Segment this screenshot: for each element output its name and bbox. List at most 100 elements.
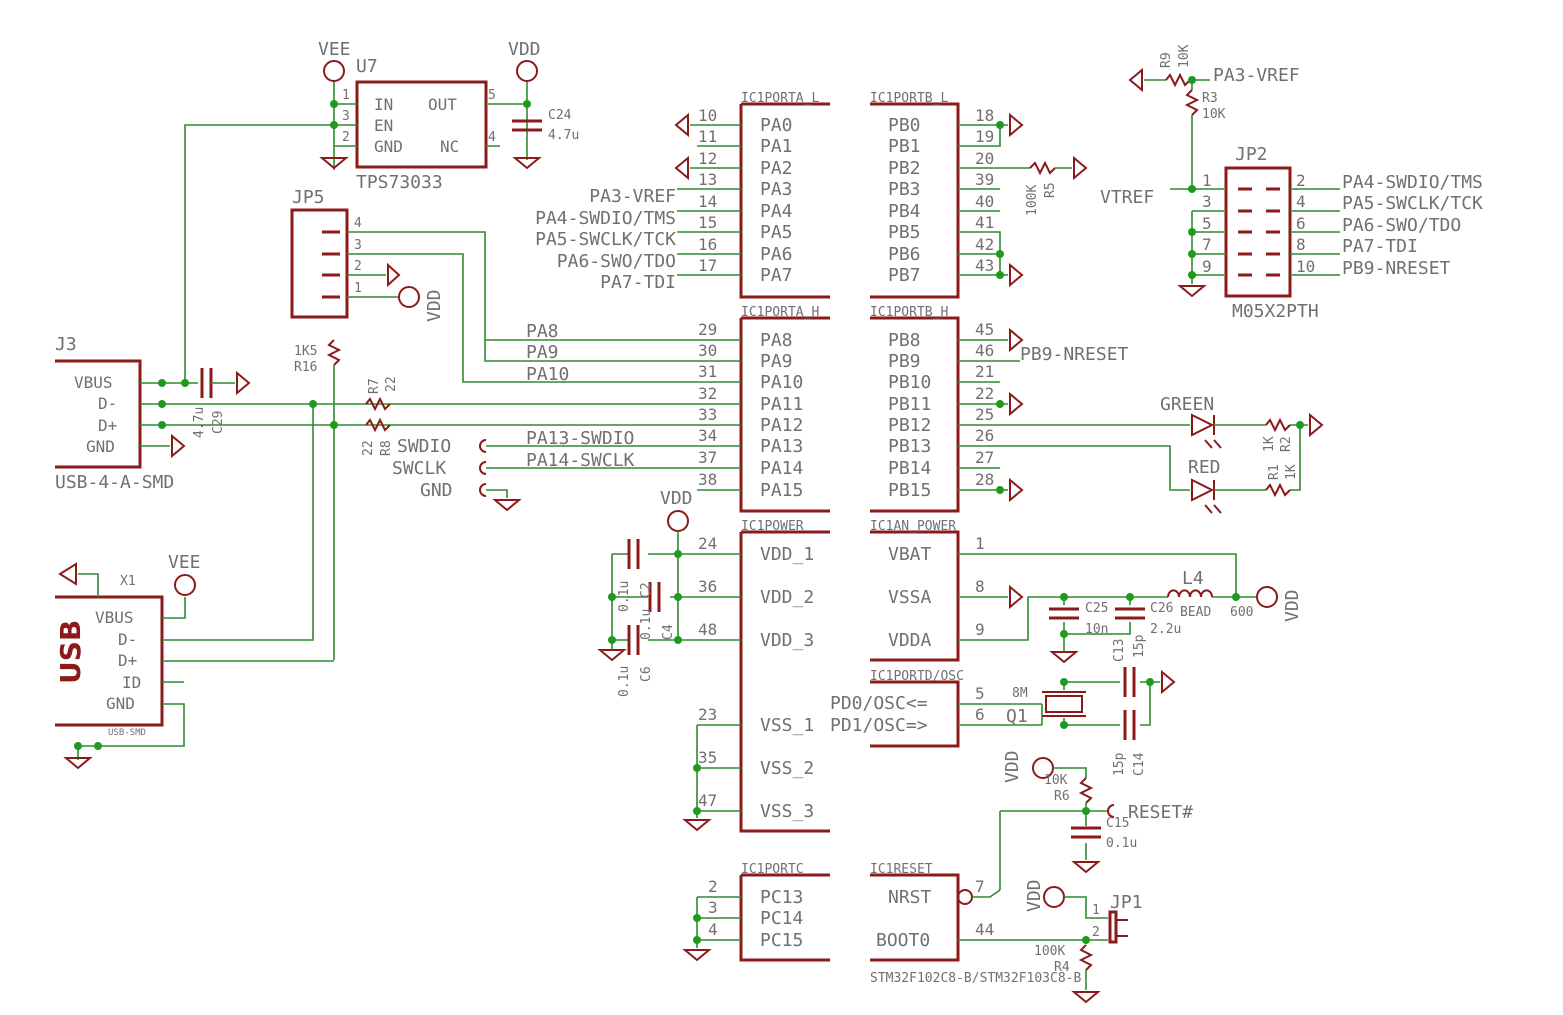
porta-l-net: PA3-VREF — [589, 186, 676, 207]
jp2-pin-number: 1 — [1202, 171, 1212, 190]
power-number: 48 — [698, 620, 717, 639]
portb-h-pin: PB15 — [888, 480, 931, 501]
portc-title: IC1PORTC — [741, 862, 804, 877]
portb-h-number: 27 — [975, 448, 994, 467]
porta-h-pin: PA9 — [760, 351, 793, 372]
portc-number: 2 — [708, 877, 718, 896]
led-red: RED — [1188, 457, 1222, 514]
r3-value: 10K — [1202, 107, 1226, 122]
jp5-vdd-label: VDD — [424, 289, 445, 322]
porta-l-pin: PA1 — [760, 136, 793, 157]
c14-value: 15p — [1112, 752, 1127, 776]
porta-l-number: 17 — [698, 256, 717, 275]
x1-pin-id: ID — [122, 673, 141, 692]
j3-usb-connector: J3 VBUS D- D+ GND USB-4-A-SMD — [55, 334, 740, 493]
portb-h-pin: PB14 — [888, 458, 931, 479]
j3-ref: J3 — [55, 334, 77, 355]
power-number: 23 — [698, 705, 717, 724]
jp5-header: JP5 4 3 2 1 VDD — [290, 187, 740, 383]
portb-l-number: 39 — [975, 170, 994, 189]
porta-l-block: IC1PORTA_L PA0 PA1 PA2 PA3 PA4 PA5 PA6 P… — [535, 91, 830, 299]
jp5-pin-number: 4 — [354, 216, 362, 231]
portc-number: 4 — [708, 920, 718, 939]
portb-h-pin: PB8 — [888, 330, 921, 351]
c26-ref: C26 — [1150, 601, 1173, 616]
portb-h-number: 25 — [975, 405, 994, 424]
an-power-block: IC1AN_POWER VBAT VSSA VDDA 1 8 9 — [870, 519, 1256, 664]
portc-number: 3 — [708, 898, 718, 917]
swd-labels: SWDIO SWCLK GND — [392, 436, 740, 512]
portb-h-number: 21 — [975, 362, 994, 381]
jp5-pin-number: 2 — [354, 259, 362, 274]
r8-value: 22 — [361, 440, 376, 456]
c24-capacitor: C24 4.7u — [512, 108, 579, 143]
portb-l-block: IC1PORTB_L PB0 PB1 PB2 PB3 PB4 PB5 PB6 P… — [870, 91, 1088, 299]
c24-value: 4.7u — [548, 128, 579, 143]
portb-h-number: 26 — [975, 426, 994, 445]
jp2-vtref-label: VTREF — [1100, 187, 1154, 208]
portb-h-net: PB9-NRESET — [1020, 344, 1129, 365]
r9-ref: R9 — [1159, 52, 1174, 68]
porta-h-pin: PA10 — [760, 372, 803, 393]
an-power-pin: VSSA — [888, 587, 932, 608]
c26-value: 2.2u — [1150, 622, 1181, 637]
l4-vdd-label: VDD — [1282, 589, 1303, 622]
portb-l-title: IC1PORTB_L — [870, 91, 948, 106]
jp2-pin-number: 10 — [1296, 257, 1315, 276]
reset-part: STM32F102C8-B/STM32F103C8-B — [870, 971, 1081, 986]
power-number: 47 — [698, 791, 717, 810]
u7-vee-label: VEE — [318, 39, 351, 60]
u7-pin-in: IN — [374, 95, 393, 114]
u7-pin-nc: NC — [440, 137, 459, 156]
r2-ref: R2 — [1279, 436, 1294, 452]
c29-capacitor: 4.7u C29 — [192, 368, 251, 438]
jp2-pin-number: 3 — [1202, 192, 1212, 211]
portb-l-pin: PB5 — [888, 222, 921, 243]
porta-h-number: 31 — [698, 362, 717, 381]
cap-ref: C6 — [639, 666, 654, 682]
x1-usb-connector: USB X1 VBUS D- D+ ID GND USB-SMD VEE — [54, 404, 334, 770]
jp2-pin-number: 2 — [1296, 171, 1306, 190]
portc-block: IC1PORTC PC13 PC14 PC15 2 3 4 — [682, 862, 830, 962]
u7-value: TPS73033 — [356, 172, 443, 193]
porta-h-number: 33 — [698, 405, 717, 424]
porta-l-number: 13 — [698, 170, 717, 189]
portb-l-pin: PB2 — [888, 158, 921, 179]
led-green: GREEN — [1160, 394, 1222, 449]
r16-value: 1K5 — [294, 344, 317, 359]
jp2-header: JP2 M05X2PTH VTREF 1 3 5 7 9 2 4 6 8 10 … — [1100, 144, 1483, 322]
r16-resistor: 1K5 R16 — [294, 339, 342, 660]
r2-value: 1K — [1262, 436, 1277, 452]
portb-l-number: 19 — [975, 127, 994, 146]
porta-l-net: PA6-SWO/TDO — [557, 251, 676, 272]
c29-ref: C29 — [211, 411, 226, 434]
portd-block: IC1PORTD/OSC PD0/OSC<= PD1/OSC=> 5 6 — [830, 669, 1176, 748]
r5-resistor: 100K R5 — [1025, 160, 1072, 216]
porta-l-pin: PA4 — [760, 201, 793, 222]
reset-number: 44 — [975, 920, 994, 939]
jp2-net: PA5-SWCLK/TCK — [1342, 193, 1483, 214]
portc-pin: PC13 — [760, 887, 803, 908]
porta-h-net: PA10 — [526, 364, 569, 385]
swd-label: SWCLK — [392, 458, 446, 479]
c25-value: 10n — [1085, 622, 1108, 637]
power-title: IC1POWER — [741, 519, 804, 534]
jp2-net: PA6-SWO/TDO — [1342, 215, 1461, 236]
an-power-pin: VDDA — [888, 630, 932, 651]
r6-ref: R6 — [1054, 789, 1070, 804]
power-pin: VSS_1 — [760, 715, 814, 736]
portb-h-block: IC1PORTB_H PB8 PB9 PB10 PB11 PB12 PB13 P… — [870, 305, 1190, 513]
portb-l-number: 43 — [975, 256, 994, 275]
c29-value: 4.7u — [192, 407, 207, 438]
r7-ref: R7 — [367, 378, 382, 394]
reset-block: IC1RESET NRST BOOT0 7 44 STM32F102C8-B/S… — [870, 862, 1108, 986]
power-number: 36 — [698, 577, 717, 596]
porta-h-title: IC1PORTA_H — [741, 305, 819, 320]
u7-pin-gnd: GND — [374, 137, 403, 156]
r6-vdd-label: VDD — [1002, 750, 1023, 783]
porta-l-pin: PA3 — [760, 179, 793, 200]
portb-h-pin: PB11 — [888, 394, 931, 415]
portb-h-number: 28 — [975, 470, 994, 489]
jp2-net: PB9-NRESET — [1342, 258, 1451, 279]
portd-pin: PD0/OSC<= — [830, 693, 928, 714]
